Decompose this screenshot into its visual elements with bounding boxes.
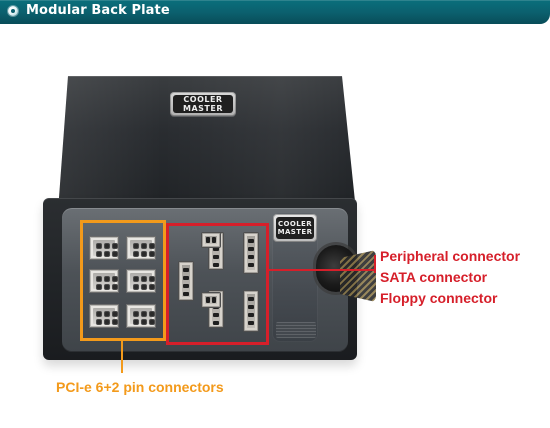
socket-pin xyxy=(248,263,254,267)
rating-label-plate xyxy=(276,322,316,338)
socket-pin xyxy=(141,311,147,317)
socket-pin xyxy=(104,243,110,249)
connector-callout-line-vertical xyxy=(374,255,376,273)
socket-pin xyxy=(133,243,139,249)
socket-pin xyxy=(212,297,216,303)
socket-pin xyxy=(213,313,219,317)
socket-pin xyxy=(213,247,219,251)
socket-pin xyxy=(248,255,254,259)
socket-pin xyxy=(149,319,155,325)
brand-logo-front-text: COOLER MASTER xyxy=(276,217,314,239)
socket-pin xyxy=(133,284,139,290)
socket-pin xyxy=(112,243,118,249)
socket-pin xyxy=(183,292,189,296)
connector-socket-vertical xyxy=(243,290,259,332)
connector-socket-vertical xyxy=(178,261,194,301)
connector-callout-line xyxy=(268,269,374,271)
socket-pin xyxy=(213,263,219,267)
socket-pin xyxy=(248,247,254,251)
socket-pin xyxy=(104,284,110,290)
bullet-icon xyxy=(8,6,18,16)
sata-connector-label: SATA connector xyxy=(380,269,488,285)
socket-pin xyxy=(183,276,189,280)
socket-pin xyxy=(96,243,102,249)
socket-pin xyxy=(96,251,102,257)
socket-pin xyxy=(112,276,118,282)
socket-pin xyxy=(149,311,155,317)
socket-pin xyxy=(149,276,155,282)
peripheral-connector-label: Peripheral connector xyxy=(380,248,521,264)
socket-pin xyxy=(112,284,118,290)
socket-pin xyxy=(212,237,216,243)
socket-pin xyxy=(248,239,254,243)
socket-pin xyxy=(112,319,118,325)
connector-socket-vertical xyxy=(243,232,259,274)
socket-pin xyxy=(141,276,147,282)
socket-pin xyxy=(183,284,189,288)
socket-pin xyxy=(183,268,189,272)
socket-pin xyxy=(141,284,147,290)
pcie-socket xyxy=(126,269,156,293)
socket-pin xyxy=(133,276,139,282)
floppy-connector-label: Floppy connector xyxy=(380,290,498,306)
socket-pin xyxy=(141,251,147,257)
brand-logo-front: COOLER MASTER xyxy=(273,214,317,242)
pcie-socket xyxy=(89,269,119,293)
socket-pin xyxy=(104,311,110,317)
socket-pin xyxy=(248,305,254,309)
pcie-socket xyxy=(89,236,119,260)
socket-pin xyxy=(248,313,254,317)
socket-pin xyxy=(112,251,118,257)
connector-highlight-box xyxy=(166,223,269,345)
socket-pin xyxy=(149,284,155,290)
socket-pin xyxy=(112,311,118,317)
socket-pin xyxy=(104,251,110,257)
socket-pin xyxy=(133,251,139,257)
connector-socket-horizontal xyxy=(201,232,221,248)
pcie-highlight-box xyxy=(80,220,166,341)
pcie-callout-line xyxy=(121,339,123,373)
socket-pin xyxy=(206,297,210,303)
socket-pin xyxy=(96,276,102,282)
socket-pin xyxy=(133,311,139,317)
socket-pin xyxy=(149,251,155,257)
brand-logo-top: COOLER MASTER xyxy=(170,92,236,116)
socket-pin xyxy=(141,243,147,249)
pcie-connectors-label: PCI-e 6+2 pin connectors xyxy=(56,379,224,395)
cable-sleeve xyxy=(340,250,376,302)
socket-pin xyxy=(141,319,147,325)
socket-pin xyxy=(104,276,110,282)
socket-pin xyxy=(104,319,110,325)
socket-pin xyxy=(96,284,102,290)
connector-socket-horizontal xyxy=(201,292,221,308)
socket-pin xyxy=(133,319,139,325)
socket-pin xyxy=(213,321,219,325)
brand-logo-top-text: COOLER MASTER xyxy=(173,95,233,113)
socket-pin xyxy=(248,297,254,301)
socket-pin xyxy=(96,319,102,325)
socket-pin xyxy=(248,321,254,325)
socket-pin xyxy=(149,243,155,249)
socket-pin xyxy=(206,237,210,243)
pcie-socket xyxy=(89,304,119,328)
pcie-socket xyxy=(126,236,156,260)
page-title: Modular Back Plate xyxy=(26,3,170,18)
socket-pin xyxy=(213,255,219,259)
socket-pin xyxy=(96,311,102,317)
connector-callout: Peripheral connector SATA connector Flop… xyxy=(380,246,520,309)
title-bar: Modular Back Plate xyxy=(0,0,550,24)
pcie-socket xyxy=(126,304,156,328)
